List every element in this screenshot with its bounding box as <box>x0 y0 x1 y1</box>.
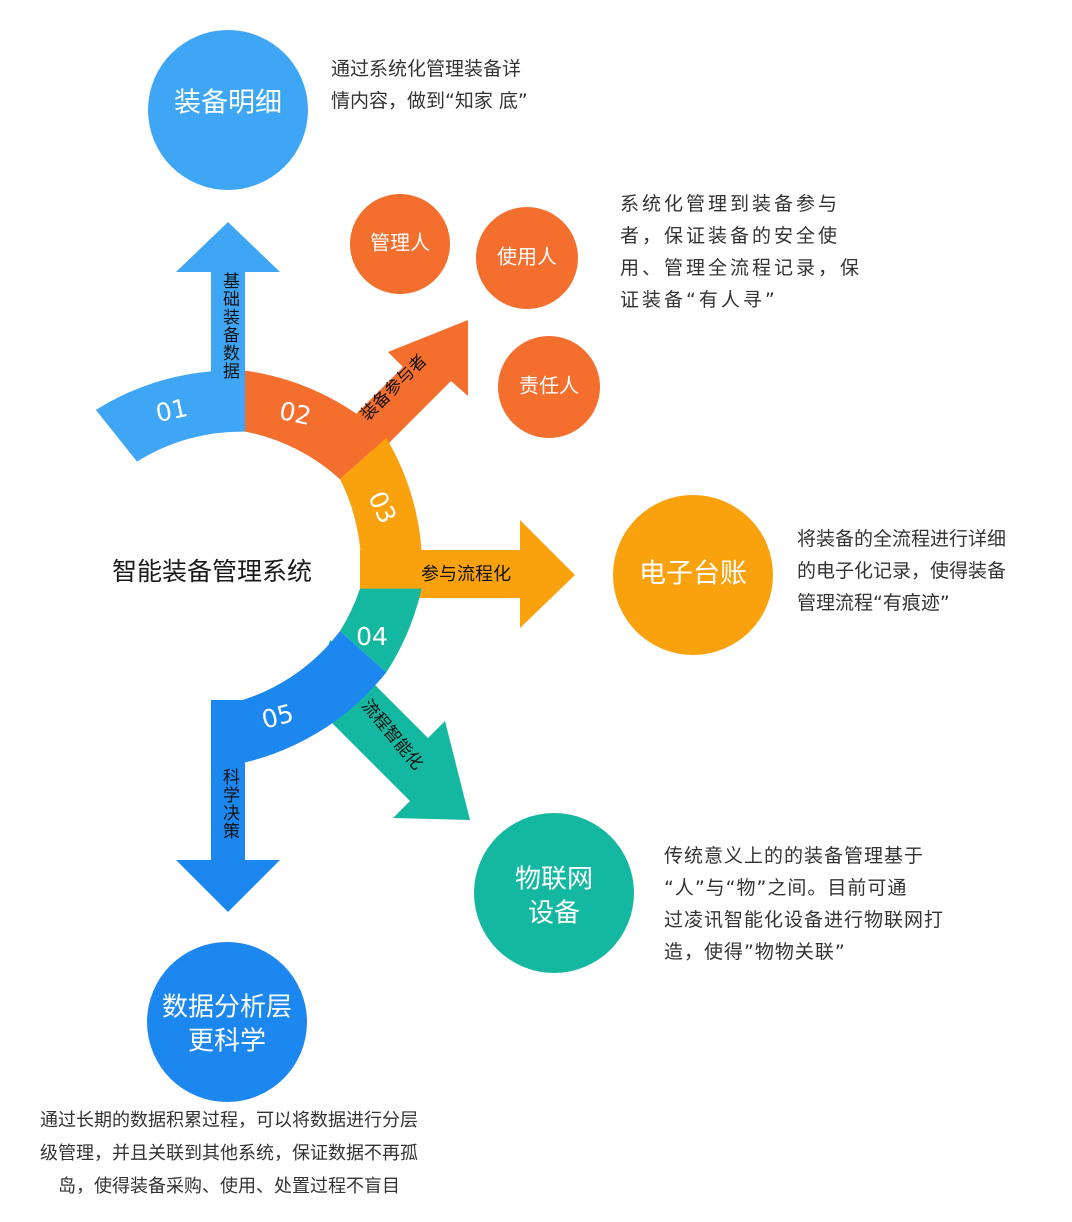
arrow-label-decision: 科学决策 <box>219 768 239 840</box>
node-e-ledger <box>613 495 773 655</box>
node-equipment-detail-label: 装备明细 <box>174 88 282 119</box>
segment-02 <box>245 370 387 480</box>
desc-line: 通过系统化管理装备详 <box>331 58 522 80</box>
segment-number-02: 02 <box>277 396 314 431</box>
desc-line: 用、管理全流程记录，保 <box>620 257 863 279</box>
description-iot: 传统意义上的的装备管理基于 “人”与“物”之间。目前可通 过凌讯智能化设备进行物… <box>664 840 944 968</box>
description-data-analysis: 通过长期的数据积累过程，可以将数据进行分层 级管理，并且关联到其他系统，保证数据… <box>4 1104 454 1203</box>
arrow-process <box>360 520 575 628</box>
node-responsible-label: 责任人 <box>519 374 579 398</box>
segment-05 <box>228 631 387 766</box>
desc-line: 证装备“有人寻” <box>620 289 778 311</box>
desc-line: 系统化管理到装备参与 <box>620 193 841 215</box>
desc-line: 情内容，做到“知家 底” <box>331 90 528 112</box>
segment-03 <box>340 437 423 589</box>
arrow-decision <box>176 700 280 912</box>
node-data-analysis-line2: 更科学 <box>188 1027 266 1057</box>
arrow-label-process: 参与流程化 <box>421 564 511 585</box>
description-equipment-detail: 通过系统化管理装备详 情内容，做到“知家 底” <box>331 53 528 117</box>
desc-line: 者，保证装备的安全使 <box>620 225 841 247</box>
desc-line: 级管理，并且关联到其他系统，保证数据不再孤 <box>40 1143 418 1164</box>
node-iot-device <box>474 813 634 973</box>
desc-line: 的电子化记录，使得装备 <box>797 560 1007 582</box>
arrow-basic-data <box>176 222 280 380</box>
desc-line: “人”与“物”之间。目前可通 <box>664 877 908 899</box>
node-e-ledger-label: 电子台账 <box>639 559 747 590</box>
node-data-analysis <box>147 942 307 1102</box>
desc-line: 造，使得”物物关联” <box>664 941 846 963</box>
desc-line: 过凌讯智能化设备进行物联网打 <box>664 909 945 931</box>
segment-04 <box>340 588 422 673</box>
node-data-analysis-line1: 数据分析层 <box>162 993 292 1023</box>
arrow-label-basic-data: 基础装备数据 <box>219 272 239 380</box>
node-user <box>476 207 578 309</box>
segment-number-04: 04 <box>356 622 388 651</box>
desc-line: 岛，使得装备采购、使用、处置过程不盲目 <box>58 1176 400 1197</box>
desc-line: 通过长期的数据积累过程，可以将数据进行分层 <box>40 1110 418 1131</box>
segment-01 <box>95 370 246 462</box>
node-user-label: 使用人 <box>497 245 557 269</box>
node-responsible <box>498 336 600 438</box>
description-e-ledger: 将装备的全流程进行详细 的电子化记录，使得装备 管理流程“有痕迹” <box>797 523 1006 619</box>
node-iot-device-line2: 设备 <box>528 899 580 929</box>
desc-line: 传统意义上的的装备管理基于 <box>664 845 925 867</box>
segment-number-01: 01 <box>153 393 190 428</box>
node-equipment-detail <box>148 30 308 190</box>
desc-line: 管理流程“有痕迹” <box>797 592 950 614</box>
center-title: 智能装备管理系统 <box>112 557 313 586</box>
node-manager <box>350 194 450 294</box>
node-iot-device-line1: 物联网 <box>515 865 593 895</box>
desc-line: 将装备的全流程进行详细 <box>797 528 1007 550</box>
description-participants: 系统化管理到装备参与 者，保证装备的安全使 用、管理全流程记录，保 证装备“有人… <box>620 188 862 316</box>
node-manager-label: 管理人 <box>370 231 430 255</box>
